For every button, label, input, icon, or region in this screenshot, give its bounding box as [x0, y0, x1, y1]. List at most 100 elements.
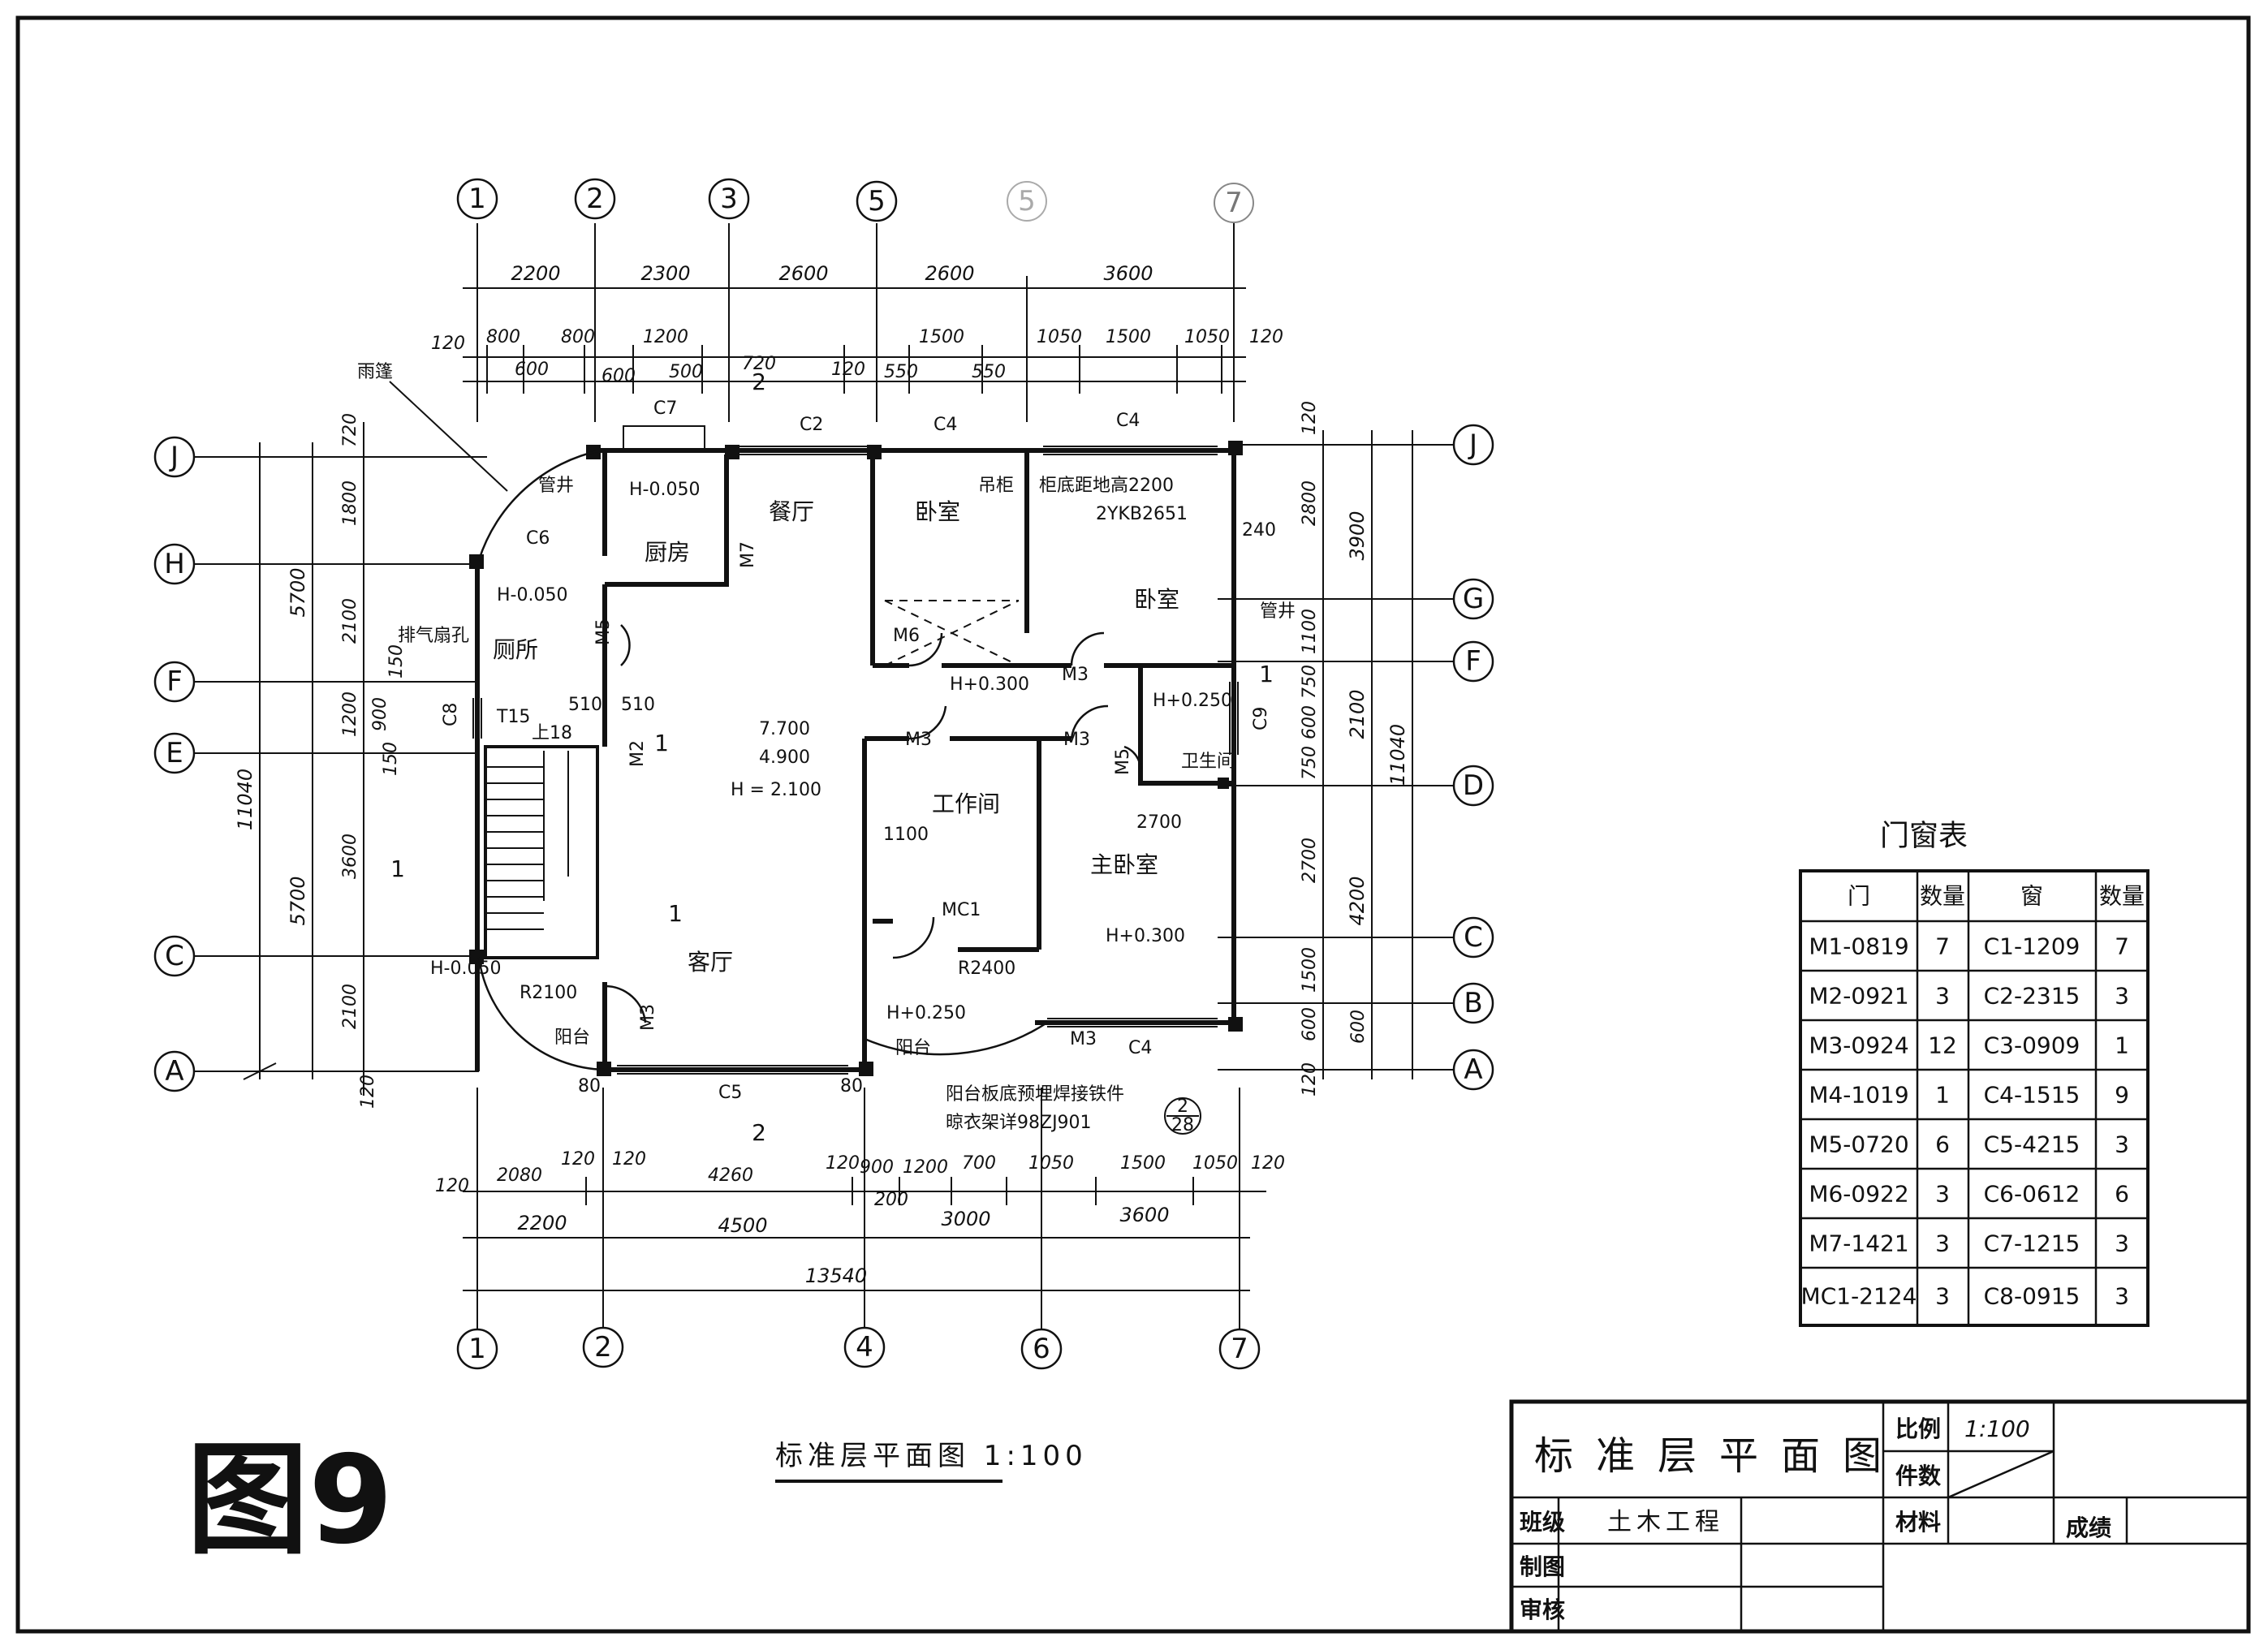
dim-bot-1050a: 1050	[1028, 1153, 1074, 1174]
axis-right-A: A	[1464, 1053, 1482, 1086]
room-master: 主卧室	[1090, 851, 1158, 878]
axis-top-1: 1	[468, 183, 486, 215]
dim-left-1200: 1200	[340, 691, 360, 737]
count-label: 件数	[1895, 1463, 1942, 1489]
dim-bot-3000: 3000	[941, 1208, 990, 1230]
dim-left-2100a: 2100	[340, 598, 360, 644]
level-stair: H = 2.100	[731, 780, 821, 800]
dim-right-2800: 2800	[1300, 480, 1320, 526]
level-4900: 4.900	[759, 747, 810, 768]
opening-M3c: M3	[1063, 730, 1090, 750]
dim-top-r2-1500b: 1500	[1106, 327, 1151, 347]
review-label: 审核	[1520, 1596, 1565, 1623]
left-dimension-text: 11040 5700 5700 720 1800 2100 150 1200 9…	[234, 413, 407, 1109]
dim-top-r2-800a: 800	[486, 327, 520, 347]
grade-label: 成绩	[2066, 1514, 2111, 1541]
class-value: 土木工程	[1607, 1508, 1724, 1536]
opening-M6: M6	[893, 626, 920, 646]
scale-label: 比例	[1895, 1415, 1941, 1442]
dim-bot-13540: 13540	[805, 1264, 867, 1287]
table-cell: 3	[1935, 1283, 1950, 1310]
axis-right-F: F	[1465, 645, 1481, 678]
axis-top-3: 3	[720, 183, 738, 215]
room-living: 客厅	[688, 949, 733, 976]
opening-labels: C7 C2 C4 C4 C6 M7 M5 M6 M3 M3 M3 M3 M2 M…	[441, 398, 1271, 1103]
dim-right-2100: 2100	[1346, 689, 1369, 739]
dim-top-2600b: 2600	[925, 262, 974, 285]
h-bath: H+0.250	[1153, 691, 1232, 711]
dim-bot-1050b: 1050	[1192, 1153, 1238, 1174]
level-7700: 7.700	[759, 719, 810, 739]
section-mark-2a: 2	[752, 368, 766, 395]
opening-M3a: M3	[1062, 665, 1089, 685]
h-balcony1: H-0.050	[430, 959, 501, 979]
dim-80a: 80	[578, 1076, 601, 1096]
table-cell: C7-1215	[1984, 1230, 2080, 1257]
dim-top-r3-600b: 600	[601, 366, 636, 386]
axis-right-J: J	[1468, 429, 1477, 461]
dim-bot-4500: 4500	[718, 1214, 767, 1237]
dim-right-600: 600	[1348, 1010, 1369, 1044]
table-cell: M2-0921	[1809, 983, 1908, 1010]
dim-right-4200: 4200	[1346, 876, 1369, 925]
dim-bot-900: 900	[860, 1157, 894, 1178]
axis-top-5: 5	[868, 185, 886, 218]
dim-right-11040: 11040	[1386, 724, 1409, 786]
title-block-name: 标准层平面图	[1534, 1433, 1904, 1479]
h-master: H+0.300	[1106, 926, 1185, 946]
note-cabinet: 吊柜	[978, 476, 1014, 496]
axis-bottom-2: 2	[594, 1331, 612, 1364]
dim-1100: 1100	[883, 825, 929, 845]
dim-left-900: 900	[370, 697, 390, 731]
table-cell: 3	[1935, 983, 1950, 1010]
dim-bot-120e: 120	[1251, 1153, 1285, 1174]
windows	[472, 425, 1239, 1075]
opening-M3b: M3	[905, 730, 932, 750]
radius-1: R2100	[520, 983, 577, 1003]
table-cell: C5-4215	[1984, 1131, 2080, 1158]
dim-left-5700b: 5700	[287, 876, 309, 925]
dim-bot-3600: 3600	[1119, 1204, 1169, 1226]
table-cell: M1-0819	[1809, 933, 1908, 960]
room-labels: 厨房 餐厅 厕所 客厅 卧室 卧室 工作间 主卧室 卫生间 阳台 阳台	[493, 498, 1235, 1058]
dim-left-1800: 1800	[340, 480, 360, 526]
dim-bot-700: 700	[962, 1153, 996, 1174]
table-cell: C4-1515	[1984, 1082, 2080, 1109]
dim-right-750b: 750	[1300, 746, 1320, 780]
dim-right-2700: 2700	[1300, 838, 1320, 883]
table-cell: 7	[2115, 933, 2129, 960]
dim-left-720: 720	[340, 413, 360, 447]
axis-top-7: 7	[1225, 187, 1243, 219]
h-kitchen: H-0.050	[629, 480, 700, 500]
room-toilet: 厕所	[493, 636, 538, 663]
opening-M5a: M5	[593, 618, 614, 645]
axis-right-B: B	[1464, 987, 1482, 1019]
bottom-dimension-lines	[463, 1088, 1266, 1329]
dim-right-3900: 3900	[1346, 511, 1369, 560]
top-dimension-text: 2200 2300 2600 2600 3600 120 800 800 120…	[431, 262, 1283, 386]
detail-index-top: 2	[1177, 1096, 1188, 1117]
dim-top-2300: 2300	[640, 262, 690, 285]
dim-top-r2-1500a: 1500	[919, 327, 964, 347]
class-label: 班级	[1520, 1509, 1565, 1536]
dim-left-120: 120	[358, 1075, 378, 1109]
dim-80b: 80	[840, 1076, 863, 1096]
table-cell: 1	[2115, 1032, 2129, 1059]
axis-left-F: F	[166, 666, 183, 698]
door-window-table: 门窗表 门 数量 窗 数量 M1-0819 7 C1-1209 7 M2-092…	[1799, 820, 2149, 1327]
balcony-note-1: 阳台板底预埋焊接铁件	[946, 1084, 1124, 1105]
dim-bot-1200: 1200	[903, 1157, 948, 1178]
dim-left-3600: 3600	[340, 834, 360, 879]
dim-right-600a: 600	[1300, 705, 1320, 739]
opening-C4b: C4	[1116, 411, 1140, 431]
note-window: 柜底距地高2200	[1039, 476, 1174, 496]
top-dimension-lines	[463, 223, 1246, 422]
dim-top-r2-120b: 120	[1249, 327, 1283, 347]
dim-right-1500: 1500	[1300, 947, 1320, 993]
dim-bot-120a: 120	[435, 1176, 469, 1196]
table-cell: 9	[2115, 1082, 2129, 1109]
section-mark-1d: 1	[1259, 661, 1274, 687]
th-window: 窗	[2020, 883, 2043, 910]
section-mark-1b: 1	[390, 855, 405, 882]
dim-right-1100: 1100	[1300, 609, 1320, 654]
